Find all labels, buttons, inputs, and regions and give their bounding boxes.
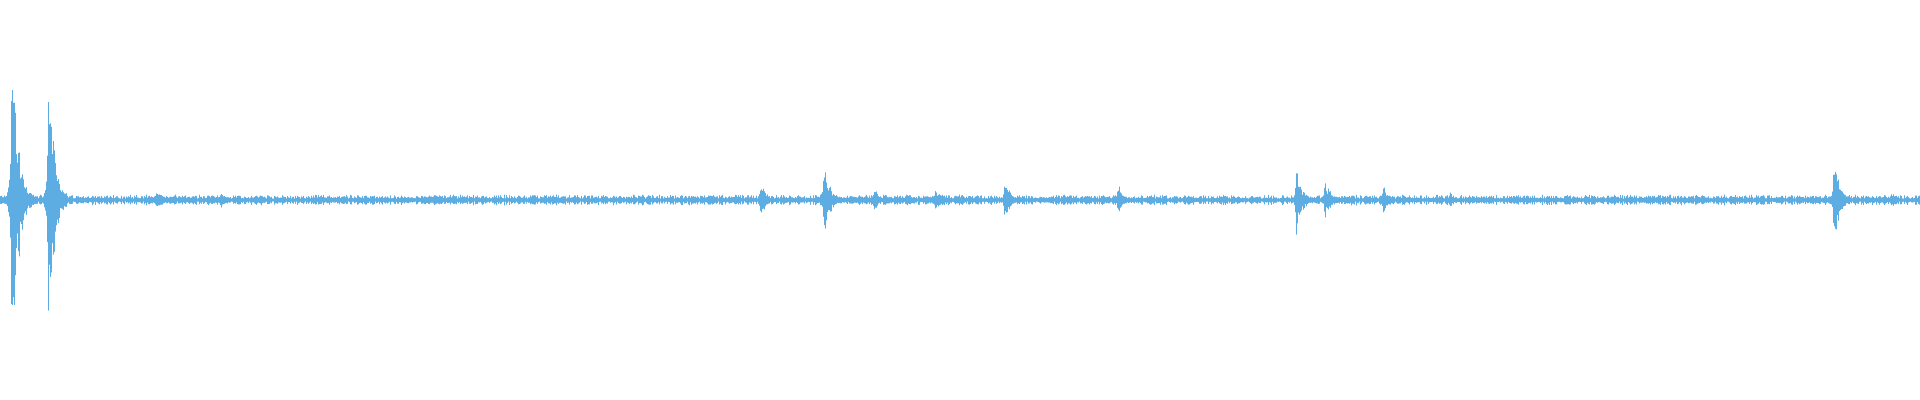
waveform-samples: [0, 90, 1920, 311]
